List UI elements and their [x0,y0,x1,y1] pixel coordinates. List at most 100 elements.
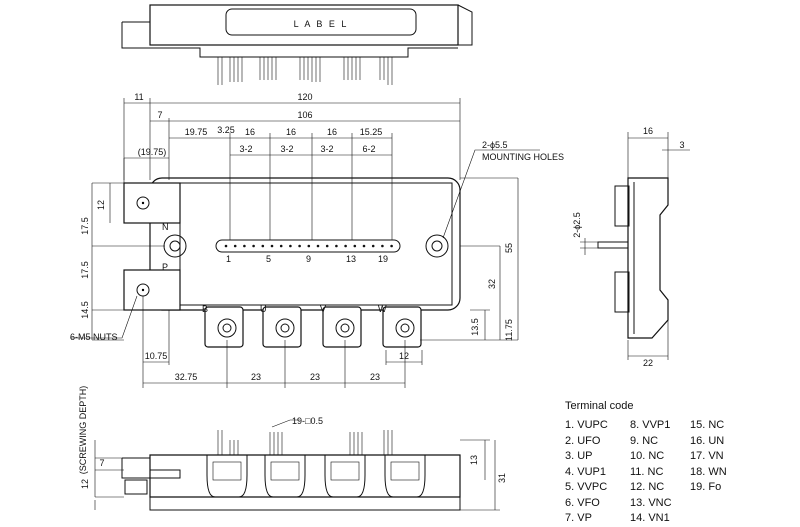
svg-text:12: 12 [80,479,90,489]
mounting-hole-right [425,234,449,258]
svg-text:19.75: 19.75 [185,127,208,137]
terminal-code-entry: 18. WN [690,465,727,478]
terminal-code-entry: 10. NC [630,450,665,462]
terminal-code-entry: 14. VN1 [630,512,670,524]
svg-text:7: 7 [99,458,104,468]
svg-text:3-2: 3-2 [280,144,293,154]
svg-text:(19.75): (19.75) [138,147,167,157]
svg-text:3-2: 3-2 [239,144,252,154]
svg-text:13.5: 13.5 [470,318,480,336]
control-pin [233,244,237,248]
svg-text:3-2: 3-2 [320,144,333,154]
control-pin [261,244,265,248]
svg-text:32.75: 32.75 [175,372,198,382]
svg-text:1: 1 [226,254,231,264]
svg-text:9: 9 [306,254,311,264]
svg-text:B: B [202,304,208,314]
svg-text:6-2: 6-2 [362,144,375,154]
svg-text:U: U [260,304,267,314]
control-pin-strip [215,239,401,253]
control-pin [224,244,228,248]
plan-dimensions: 11 120 7 106 19.75 3.25 16 16 16 15.25 3… [70,92,564,388]
terminal-code-entry: 9. NC [630,434,659,447]
side-view [597,177,669,339]
terminal-code-entry: 16. UN [690,434,725,447]
svg-text:13: 13 [469,455,479,465]
svg-text:W: W [378,304,387,314]
control-pin [243,244,246,248]
svg-text:23: 23 [310,372,320,382]
svg-text:19: 19 [378,254,388,264]
front-view [121,430,461,511]
front-terminal-nut [264,454,306,498]
svg-text:12: 12 [399,351,409,361]
svg-text:6-M5 NUTS: 6-M5 NUTS [70,332,118,342]
control-pin [316,244,320,248]
terminal-code-entry: 15. NC [690,419,725,431]
control-pin [307,244,311,248]
svg-text:2-ϕ5.5: 2-ϕ5.5 [482,140,508,150]
svg-text:MOUNTING HOLES: MOUNTING HOLES [482,152,564,162]
terminal-code-entry: 7. VP [565,512,592,524]
svg-text:3: 3 [679,140,684,150]
front-terminal-nut [206,454,248,498]
terminal-p-block [123,269,181,311]
terminal-code-entry: 13. VNC [630,496,672,509]
terminal-code-entry: 17. VN [690,450,724,462]
label-plate: L A B E L [294,19,349,29]
svg-text:19-□0.5: 19-□0.5 [292,416,323,426]
svg-text:13: 13 [346,254,356,264]
svg-text:12: 12 [96,200,106,210]
svg-text:11.75: 11.75 [504,319,514,341]
terminal-code-title: Terminal code [565,400,634,412]
svg-text:(SCREWING DEPTH): (SCREWING DEPTH) [78,386,88,475]
svg-text:5: 5 [266,254,271,264]
control-pin [381,244,384,248]
terminal-code-entry: 4. VUP1 [565,465,606,478]
front-terminal-nut [324,454,366,498]
svg-text:3.25: 3.25 [217,125,235,135]
terminal-code-entry: 1. VUPC [565,419,608,431]
terminal-code-entry: 11. NC [630,465,664,478]
terminal-n-block [123,182,181,224]
svg-text:106: 106 [297,110,312,120]
svg-text:16: 16 [327,127,337,137]
svg-text:10.75: 10.75 [145,351,168,361]
svg-text:16: 16 [245,127,255,137]
control-pin [390,244,393,248]
control-pin [353,244,357,248]
svg-text:31: 31 [497,473,507,483]
svg-text:32: 32 [487,279,497,289]
control-pin [362,244,366,248]
svg-text:23: 23 [251,372,261,382]
terminal-code-entry: 2. UFO [565,434,601,447]
svg-text:11: 11 [134,92,143,102]
control-pin [289,244,292,248]
svg-text:2-ϕ2.5: 2-ϕ2.5 [572,212,582,238]
side-dimensions: 16 3 2-ϕ2.5 22 [572,126,690,368]
control-pin [335,244,338,248]
svg-text:16: 16 [286,127,296,137]
svg-text:17.5: 17.5 [80,261,90,279]
control-pin [298,244,301,248]
svg-text:7: 7 [157,110,162,120]
output-terminals: B U V W [202,304,422,348]
svg-text:22: 22 [643,358,653,368]
svg-text:14.5: 14.5 [80,301,90,319]
svg-text:17.5: 17.5 [80,217,90,235]
terminal-code-entry: 8. VVP1 [630,419,671,431]
control-pin [344,244,347,248]
control-pin [279,244,283,248]
control-pin [371,244,375,248]
svg-text:15.25: 15.25 [360,127,383,137]
terminal-code-entry: 12. NC [630,481,665,493]
plan-view: N P 1 5 9 13 19 B U V W [123,133,461,348]
terminal-code-entry: 3. UP [565,450,593,462]
svg-text:16: 16 [643,126,653,136]
front-terminal-nut [384,454,426,498]
front-dimensions: (SCREWING DEPTH) 7 12 19-□0.5 13 31 [78,386,507,511]
terminal-code-entry: 6. VFO [565,496,600,509]
